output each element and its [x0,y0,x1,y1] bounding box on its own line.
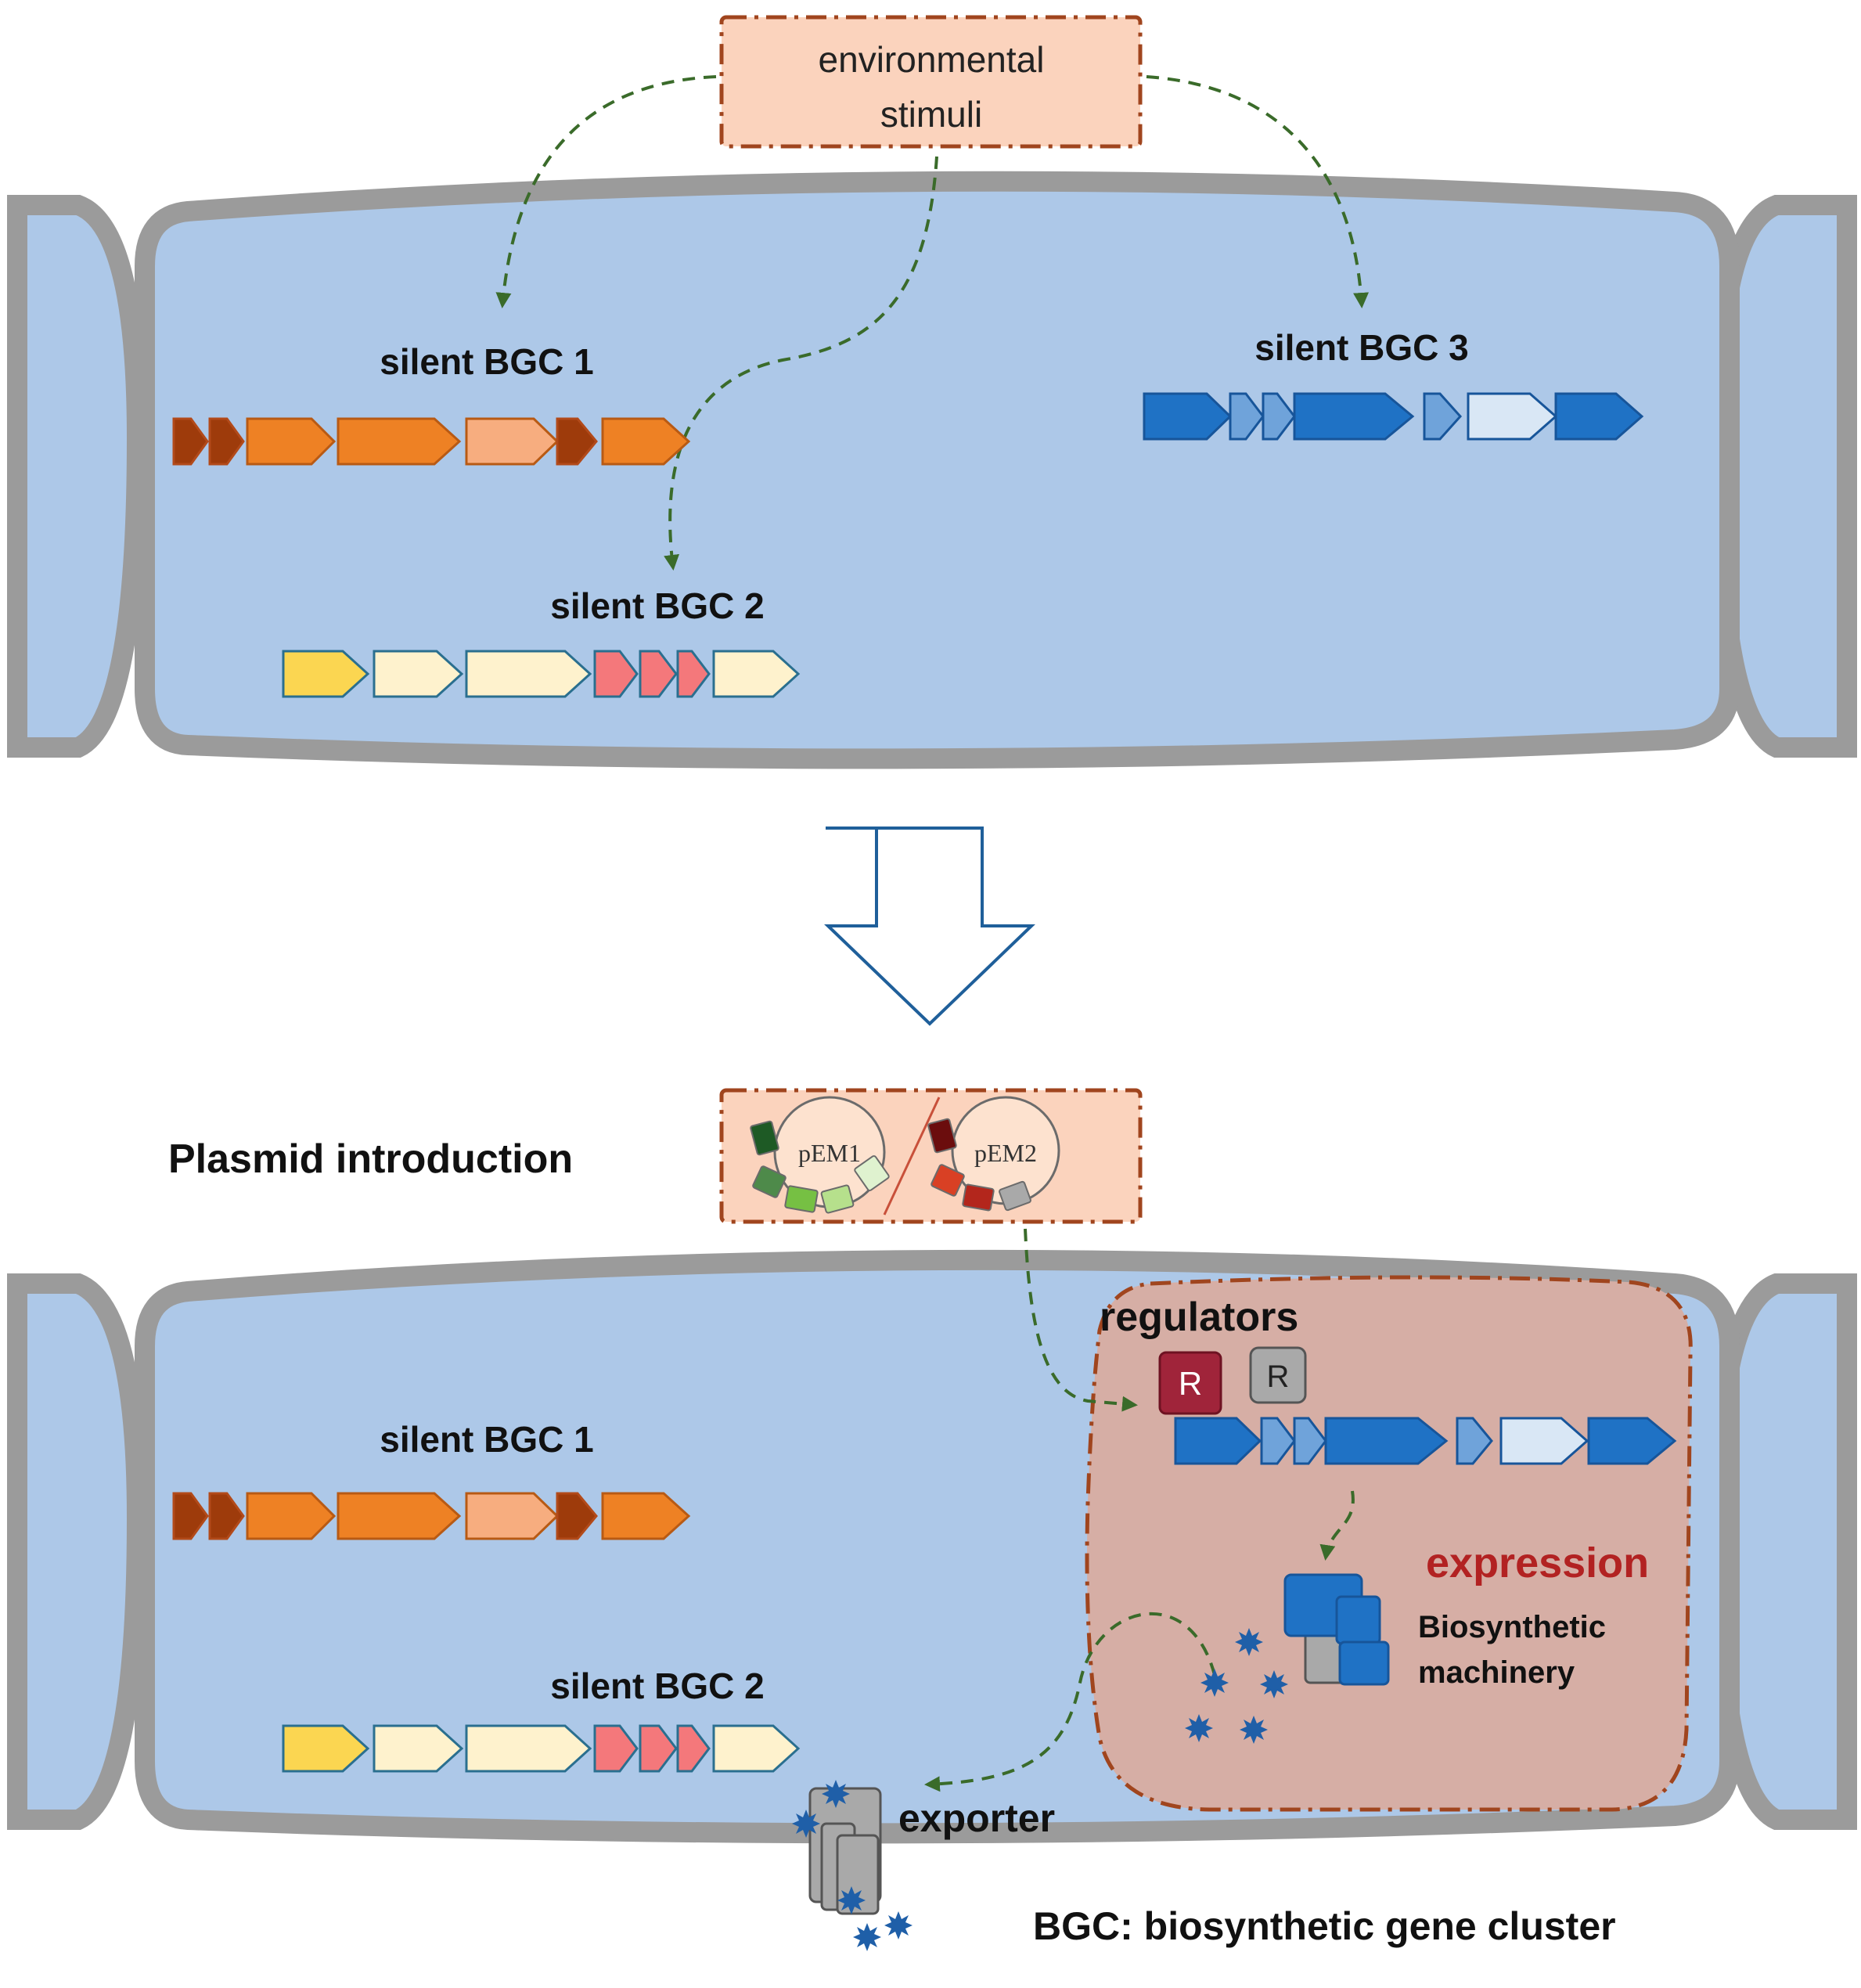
gene-arrow [1174,1417,1262,1465]
molecule-star-icon [1235,1628,1263,1656]
machinery-label-line2: machinery [1418,1655,1575,1690]
gene-arrow [601,417,691,466]
molecule-star-icon [1185,1714,1213,1742]
stimuli-label-line2: stimuli [880,94,982,135]
top-cell-panel [7,171,1857,769]
molecule-star-icon [822,1780,850,1808]
gene-arrow [1260,1417,1296,1465]
regulators-label: regulators [1100,1295,1298,1340]
bottom-bgc1-genes [172,1492,691,1540]
molecule-star-icon [1240,1716,1268,1744]
top-bgc2-label: silent BGC 2 [550,585,765,626]
gene-arrow [712,1724,801,1773]
gene-arrow [373,650,464,698]
plasmid-pem1-label: pEM1 [798,1139,861,1167]
top-main-cell [135,171,1740,769]
molecule-star-icon [1200,1669,1229,1697]
expression-label: expression [1426,1540,1649,1586]
gene-arrow [172,417,209,466]
gene-arrow [246,417,337,466]
plasmid-divider [883,1097,941,1215]
gene-arrow [1229,392,1265,441]
gene-arrow [1262,392,1296,441]
gene-arrow [639,650,678,698]
plasmid-pem2-icon [927,1096,1060,1212]
gene-arrow [208,1492,245,1540]
molecule-star-icon [792,1810,820,1838]
gene-arrow [282,650,370,698]
regulator-gray-letter: R [1267,1360,1290,1394]
activated-bgc3-genes [1174,1417,1677,1465]
top-bgc1-genes [172,417,691,466]
stimuli-to-bgc1-arrow [495,75,717,308]
gene-arrow [1554,392,1644,441]
plasmid-box: pEM1 pEM2 [719,1088,1143,1224]
stimuli-to-bgc3-arrow [1146,75,1370,308]
gene-arrow [556,1492,598,1540]
gene-arrow [465,417,560,466]
stimuli-label-line1: environmental [819,39,1045,80]
gene-arrow [208,417,245,466]
gene-arrow [337,1492,462,1540]
gene-arrow [1293,1417,1327,1465]
molecule-star-icon [884,1911,913,1939]
gene-arrow [676,650,711,698]
molecule-star-icon [837,1886,866,1914]
top-bgc2-genes [282,650,801,698]
genes-to-machinery-arrow [1319,1490,1355,1561]
gene-arrow [601,1492,691,1540]
gene-arrow [712,650,801,698]
gene-arrow [1143,392,1233,441]
gene-arrow [465,1492,560,1540]
exporter-channel-icon [792,1780,913,1951]
plasmid-introduction-label: Plasmid introduction [168,1136,573,1182]
gene-arrow [1587,1417,1677,1465]
top-bgc1-label: silent BGC 1 [380,341,594,382]
bottom-bgc2-genes [282,1724,801,1773]
gene-arrow [556,417,598,466]
gene-arrow [337,417,462,466]
top-bgc3-label: silent BGC 3 [1254,327,1469,368]
regulator-gray-box-icon: R [1249,1346,1307,1404]
bottom-bgc2-label: silent BGC 2 [550,1666,765,1706]
bottom-bgc1-label: silent BGC 1 [380,1419,594,1460]
machinery-label-line1: Biosynthetic [1418,1610,1606,1644]
gene-arrow [1499,1417,1589,1465]
stimuli-to-bgc2-arrow [664,156,938,571]
gene-arrow [676,1724,711,1773]
plasmid-pem1-icon [750,1096,890,1214]
molecule-star-icon [1260,1670,1288,1698]
gene-arrow [465,1724,592,1773]
regulator-red-box-icon: R [1158,1351,1222,1415]
exporter-label: exporter [898,1796,1055,1840]
top-bgc3-genes [1143,392,1644,441]
biosynthetic-machinery-icon [1283,1573,1390,1686]
gene-arrow [246,1492,337,1540]
gene-arrow [465,650,592,698]
gene-arrow [1467,392,1558,441]
molecule-star-icon [853,1923,881,1951]
gene-arrow [282,1724,370,1773]
hollow-down-arrow-icon [824,827,1035,1026]
bottom-left-neighbor-cell [7,1273,148,1830]
gene-arrow [593,1724,639,1773]
plasmid-pem2-label: pEM2 [974,1139,1037,1167]
machinery-to-exporter-arrow [924,1612,1216,1792]
footnote-label: BGC: biosynthetic gene cluster [1033,1904,1616,1948]
gene-arrow [1324,1417,1449,1465]
gene-arrow [1423,392,1463,441]
gene-arrow [172,1492,209,1540]
gene-arrow [373,1724,464,1773]
gene-arrow [593,650,639,698]
top-left-neighbor-cell [7,195,148,758]
gene-arrow [639,1724,678,1773]
environmental-stimuli-box: environmental stimuli [719,15,1143,149]
gene-arrow [1293,392,1415,441]
regulator-red-letter: R [1179,1365,1202,1402]
gene-arrow [1456,1417,1493,1465]
